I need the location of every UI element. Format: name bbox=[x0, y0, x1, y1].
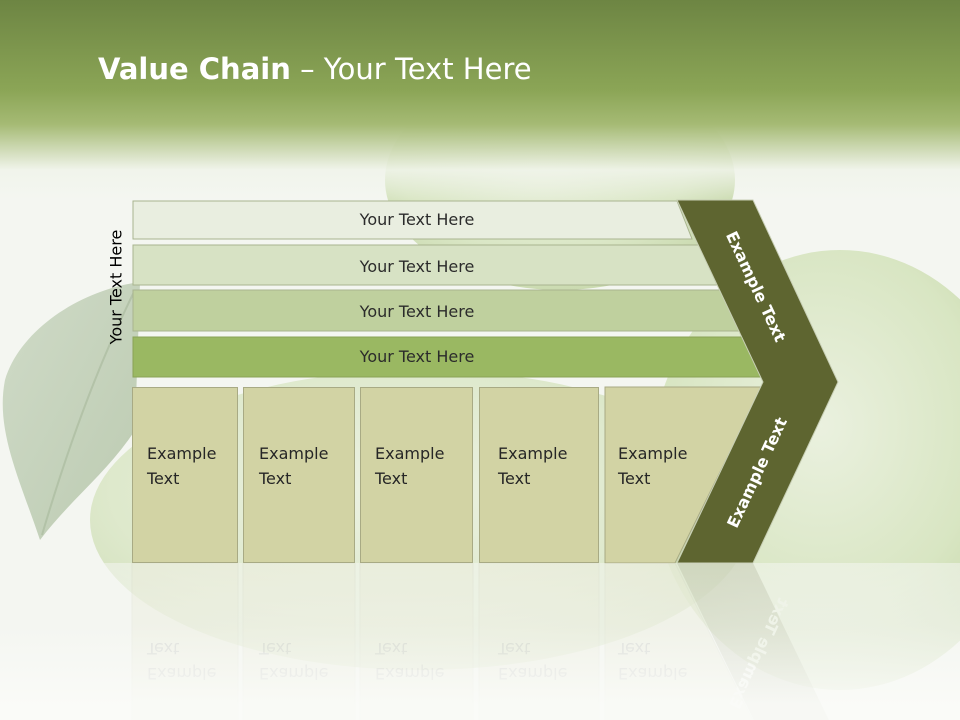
title-bold: Value Chain bbox=[98, 52, 291, 86]
box-2 bbox=[243, 387, 355, 563]
slide-title: Value Chain – Your Text Here bbox=[98, 52, 532, 86]
box-2-line2: Text bbox=[259, 469, 292, 488]
box-4-line1: Example bbox=[498, 444, 568, 463]
leaf-shape bbox=[2, 282, 141, 540]
chevron-upper-label: Example Text bbox=[722, 228, 790, 345]
row-1-label: Your Text Here bbox=[359, 209, 475, 229]
header-band bbox=[0, 0, 960, 200]
row-2-label: Your Text Here bbox=[359, 256, 475, 276]
box-3-line2: Text bbox=[375, 469, 408, 488]
leaf-vein bbox=[41, 289, 136, 536]
title-rest: – Your Text Here bbox=[290, 52, 532, 86]
chevron-lower-label: Example Text bbox=[723, 414, 791, 531]
reflection-fade bbox=[0, 563, 960, 720]
row-3-label: Your Text Here bbox=[359, 301, 475, 321]
box-1-line1: Example bbox=[147, 444, 217, 463]
box-5-line1: Example bbox=[618, 444, 688, 463]
box-4 bbox=[479, 387, 599, 563]
box-5-line2: Text bbox=[618, 469, 651, 488]
row-4-label: Your Text Here bbox=[359, 346, 475, 366]
box-4-line2: Text bbox=[498, 469, 531, 488]
row-1-shape bbox=[132, 200, 693, 240]
box-1-line2: Text bbox=[147, 469, 180, 488]
box-3-line1: Example bbox=[375, 444, 445, 463]
box-3 bbox=[360, 387, 473, 563]
box-1 bbox=[132, 387, 238, 563]
box-2-line1: Example bbox=[259, 444, 329, 463]
